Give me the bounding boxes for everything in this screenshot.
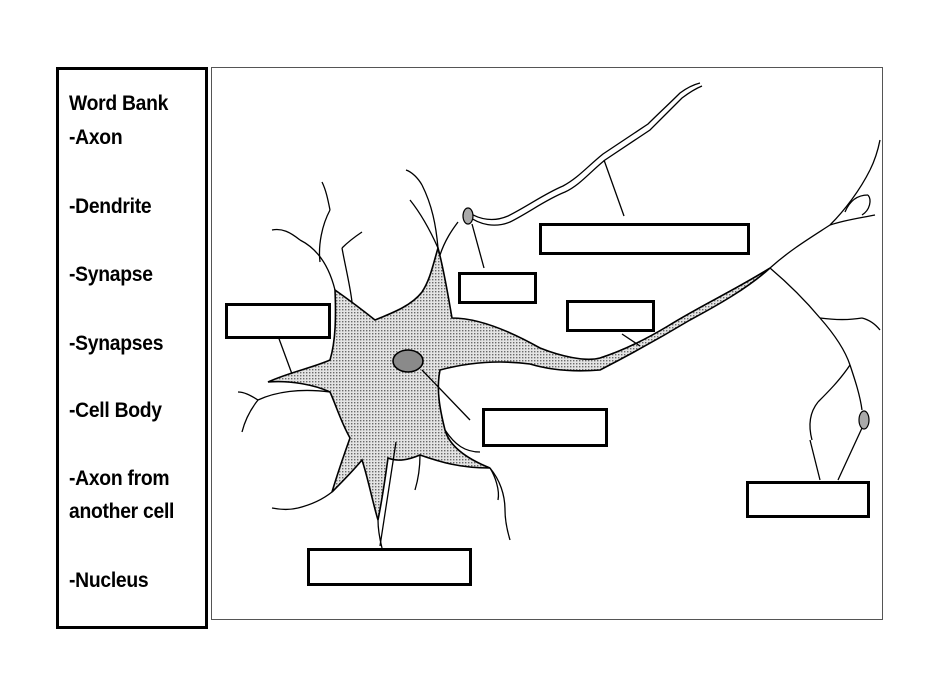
label-box-synapses[interactable] <box>746 481 870 518</box>
word-bank-panel: Word Bank -Axon -Dendrite -Synapse -Syna… <box>56 67 208 629</box>
synapse-knob-top <box>462 207 474 225</box>
word-bank-item-nucleus: -Nucleus <box>69 569 149 592</box>
word-bank-title: Word Bank <box>69 92 169 115</box>
incoming-axon-shape-2 <box>467 82 701 221</box>
label-box-axon-from-another-cell[interactable] <box>539 223 750 255</box>
label-box-dendrite[interactable] <box>225 303 331 339</box>
label-box-axon[interactable] <box>566 300 655 332</box>
incoming-axon-shape <box>467 85 703 226</box>
word-bank-item-dendrite: -Dendrite <box>69 195 152 218</box>
label-box-nucleus[interactable] <box>482 408 608 447</box>
word-bank-item-synapse: -Synapse <box>69 263 153 286</box>
label-box-cell-body[interactable] <box>307 548 472 586</box>
diagram-frame <box>211 67 883 620</box>
synapse-knob-right <box>858 410 870 430</box>
word-bank-item-cell-body: -Cell Body <box>69 399 162 422</box>
cell-body-shape <box>267 245 771 521</box>
word-bank-item-another-cell: another cell <box>69 500 175 523</box>
nucleus-shape <box>392 349 424 373</box>
label-box-synapse[interactable] <box>458 272 537 304</box>
word-bank-item-synapses: -Synapses <box>69 332 164 355</box>
leader-lines-group <box>277 159 863 547</box>
word-bank-item-axon: -Axon <box>69 126 123 149</box>
axon-terminals-group <box>769 139 881 441</box>
axon-shape <box>599 267 771 359</box>
dendrites-group <box>237 169 511 549</box>
word-bank-item-axon-from: -Axon from <box>69 467 170 490</box>
